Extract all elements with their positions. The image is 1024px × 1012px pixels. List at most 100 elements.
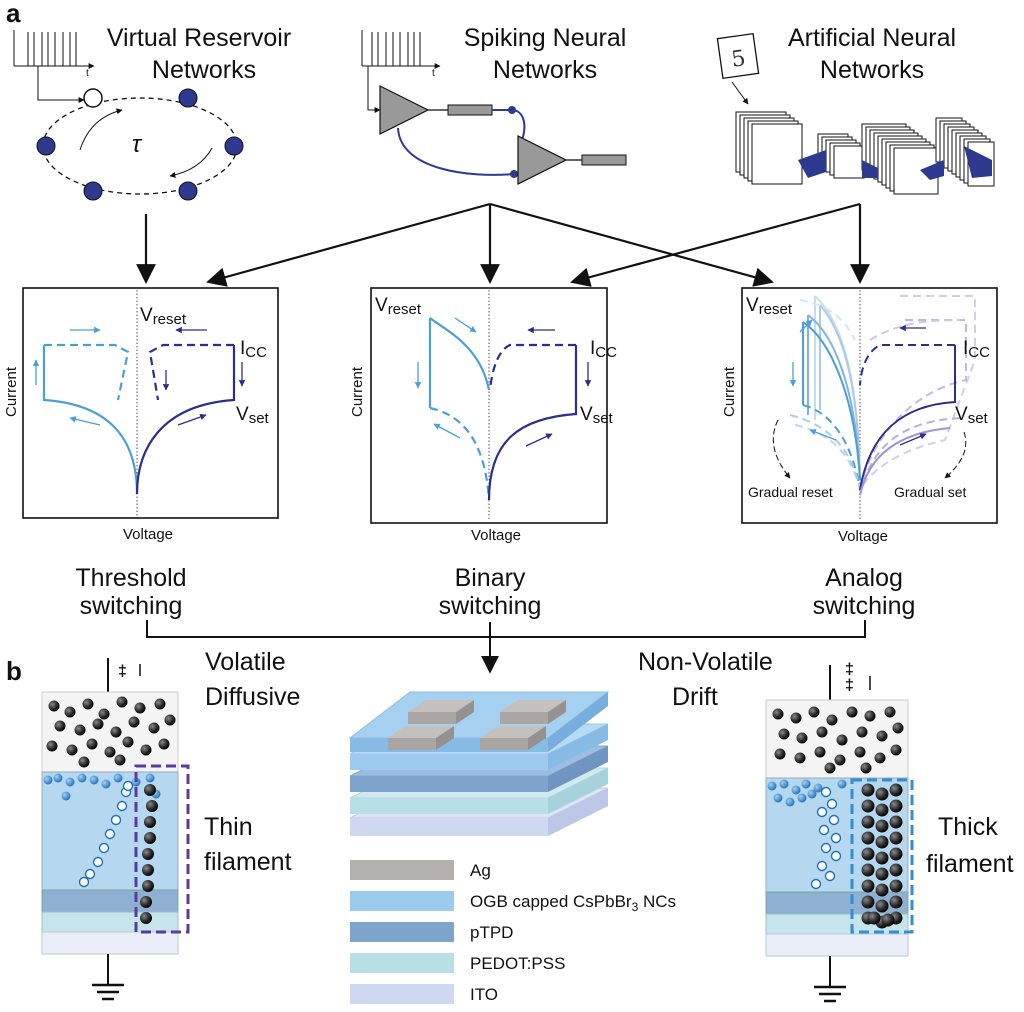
right-device-particles: [767, 706, 904, 929]
vacancy-ring: [110, 814, 122, 826]
ag-particle: [74, 724, 86, 736]
ag-particle: [128, 716, 140, 728]
ag-particle: [134, 702, 146, 714]
ag-particle: [104, 746, 116, 758]
icc-label: ICC: [240, 338, 267, 361]
ion-particle: [837, 779, 847, 789]
ag-particle: [790, 712, 802, 724]
reservoir-node: [83, 181, 103, 201]
ag-particle: [64, 706, 76, 718]
vacancy-ring: [810, 878, 822, 890]
ann-connector: [920, 160, 944, 180]
filament-label-right: filament: [926, 850, 1014, 878]
ag-particle: [142, 848, 154, 860]
threshold-label-line2: switching: [80, 592, 183, 620]
voltage-source-icon: ‡: [118, 663, 127, 680]
vacancy-ring: [78, 876, 90, 888]
ion-particle: [77, 773, 87, 783]
ann-connector: [964, 146, 992, 178]
ann-connector: [798, 150, 826, 178]
vacancy-ring: [826, 798, 838, 810]
ion-particle: [61, 791, 71, 801]
vacancy-ring: [816, 860, 828, 872]
ag-particle: [889, 895, 903, 909]
y-axis-label: Current: [721, 366, 738, 417]
vacancy-ring: [820, 786, 832, 798]
v-set-label: Vset: [955, 404, 989, 427]
iv-plot-threshold: Vreset ICC Vset Voltage Current: [3, 287, 279, 543]
ag-particle: [889, 879, 903, 893]
ag-particle: [875, 803, 889, 817]
drift-label: Drift: [672, 683, 718, 711]
ag-particle: [884, 706, 896, 718]
thick-filament-box: [850, 778, 914, 934]
ag-particle: [889, 863, 903, 877]
thin-filament-box: [134, 764, 190, 934]
ag-particle: [122, 736, 134, 748]
ag-particle: [110, 726, 122, 738]
ion-particle: [767, 781, 777, 791]
artificial-network: 5 Artificial Neural Networks: [716, 24, 995, 195]
legend-swatch: [350, 953, 454, 973]
x-axis-label: Voltage: [471, 527, 521, 544]
mapping-arrows: [136, 202, 870, 287]
analog-label-line1: Analog: [825, 564, 903, 592]
vacancy-ring: [816, 806, 828, 818]
ion-particle: [101, 779, 111, 789]
ag-particle: [889, 831, 903, 845]
ion-particle: [145, 773, 155, 783]
ag-particle: [148, 722, 160, 734]
ag-particle: [82, 698, 94, 710]
reservoir-time-axis-label: t: [86, 68, 89, 79]
threshold-label-line1: Threshold: [75, 564, 186, 592]
v-reset-label: Vreset: [746, 295, 793, 318]
ag-particle: [116, 696, 128, 708]
legend-swatch: [350, 984, 454, 1004]
spiking-title-line1: Spiking Neural: [464, 24, 627, 52]
reservoir-node: [178, 181, 198, 201]
vacancy-ring: [824, 870, 836, 882]
ag-particle: [158, 738, 170, 750]
v-reset-label: Vreset: [140, 305, 187, 328]
legend-label: PEDOT:PSS: [470, 954, 565, 973]
ion-particle: [89, 775, 99, 785]
vacancy-ring: [830, 832, 842, 844]
reservoir-spike-train: [13, 30, 95, 103]
ag-particle: [836, 734, 848, 746]
ag-particle: [826, 714, 838, 726]
ag-particle: [861, 783, 875, 797]
svg-text:‡: ‡: [845, 677, 854, 694]
ag-particle: [861, 863, 875, 877]
ag-particle: [772, 708, 784, 720]
ag-particle: [824, 762, 836, 774]
legend-label: OGB capped CsPbBr3 NCs: [470, 892, 676, 914]
volatile-label: Volatile: [205, 648, 286, 676]
ptpd-layer: [41, 889, 179, 913]
ag-particle: [861, 895, 875, 909]
ag-particle: [890, 744, 902, 756]
binary-label-line1: Binary: [455, 564, 526, 592]
ag-particle: [774, 748, 786, 760]
ion-particle: [773, 793, 783, 803]
reservoir-title-line1: Virtual Reservoir: [107, 24, 291, 52]
ag-particle: [860, 762, 872, 774]
v-set-label: Vset: [236, 404, 270, 427]
legend-label: ITO: [470, 985, 498, 1004]
ion-particle: [43, 775, 53, 785]
ion-particle: [65, 777, 75, 787]
ion-particle: [797, 793, 807, 803]
filament-label-left: filament: [204, 848, 292, 876]
ag-particle: [796, 732, 808, 744]
feature-map: [751, 123, 803, 185]
ag-particle: [48, 700, 60, 712]
ion-particle: [791, 785, 801, 795]
ag-particle: [140, 912, 152, 924]
legend-label: Ag: [470, 861, 491, 880]
ag-particle: [154, 698, 166, 710]
ag-particle: [876, 730, 888, 742]
ag-particle: [66, 744, 78, 756]
iv-plot-binary: Vreset ICC Vset Voltage Current: [349, 287, 617, 544]
ag-particle: [814, 746, 826, 758]
